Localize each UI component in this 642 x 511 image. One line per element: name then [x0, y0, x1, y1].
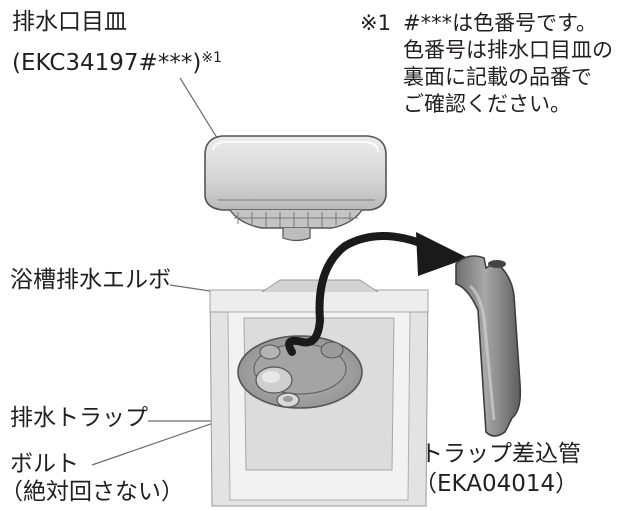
pipe-code-label: （EKA04014） — [414, 471, 579, 497]
color-number-note: ※1 — [360, 10, 391, 37]
note-line-3: 裏面に記載の品番で — [403, 65, 592, 89]
drain-cover-name-label: 排水口目皿 — [12, 9, 127, 35]
drain-cover-note-mark: ※1 — [201, 50, 222, 66]
note-mark: ※1 — [360, 11, 391, 35]
bolt-note-label: （絶対回さない） — [0, 479, 184, 505]
note-line-4: ご確認ください。 — [403, 92, 571, 116]
pipe-name-label: トラップ差込管 — [420, 441, 581, 467]
arrow-illustration — [285, 232, 468, 356]
trap-pipe-illustration — [455, 255, 522, 437]
elbow-label: 浴槽排水エルボ — [10, 267, 171, 293]
bolt-label: ボルト — [10, 451, 79, 477]
trap-label: 排水トラップ — [10, 405, 148, 431]
drain-cover-code-label: (EKC34197#***)※1 — [12, 44, 222, 77]
bathtub-drain-illustration — [209, 279, 429, 507]
note-line-1: #***は色番号です。 — [403, 11, 597, 35]
note-line-2: 色番号は排水口目皿の — [403, 38, 613, 62]
drain-cover-illustration — [204, 135, 387, 242]
drain-cover-code: (EKC34197#***) — [12, 50, 202, 76]
